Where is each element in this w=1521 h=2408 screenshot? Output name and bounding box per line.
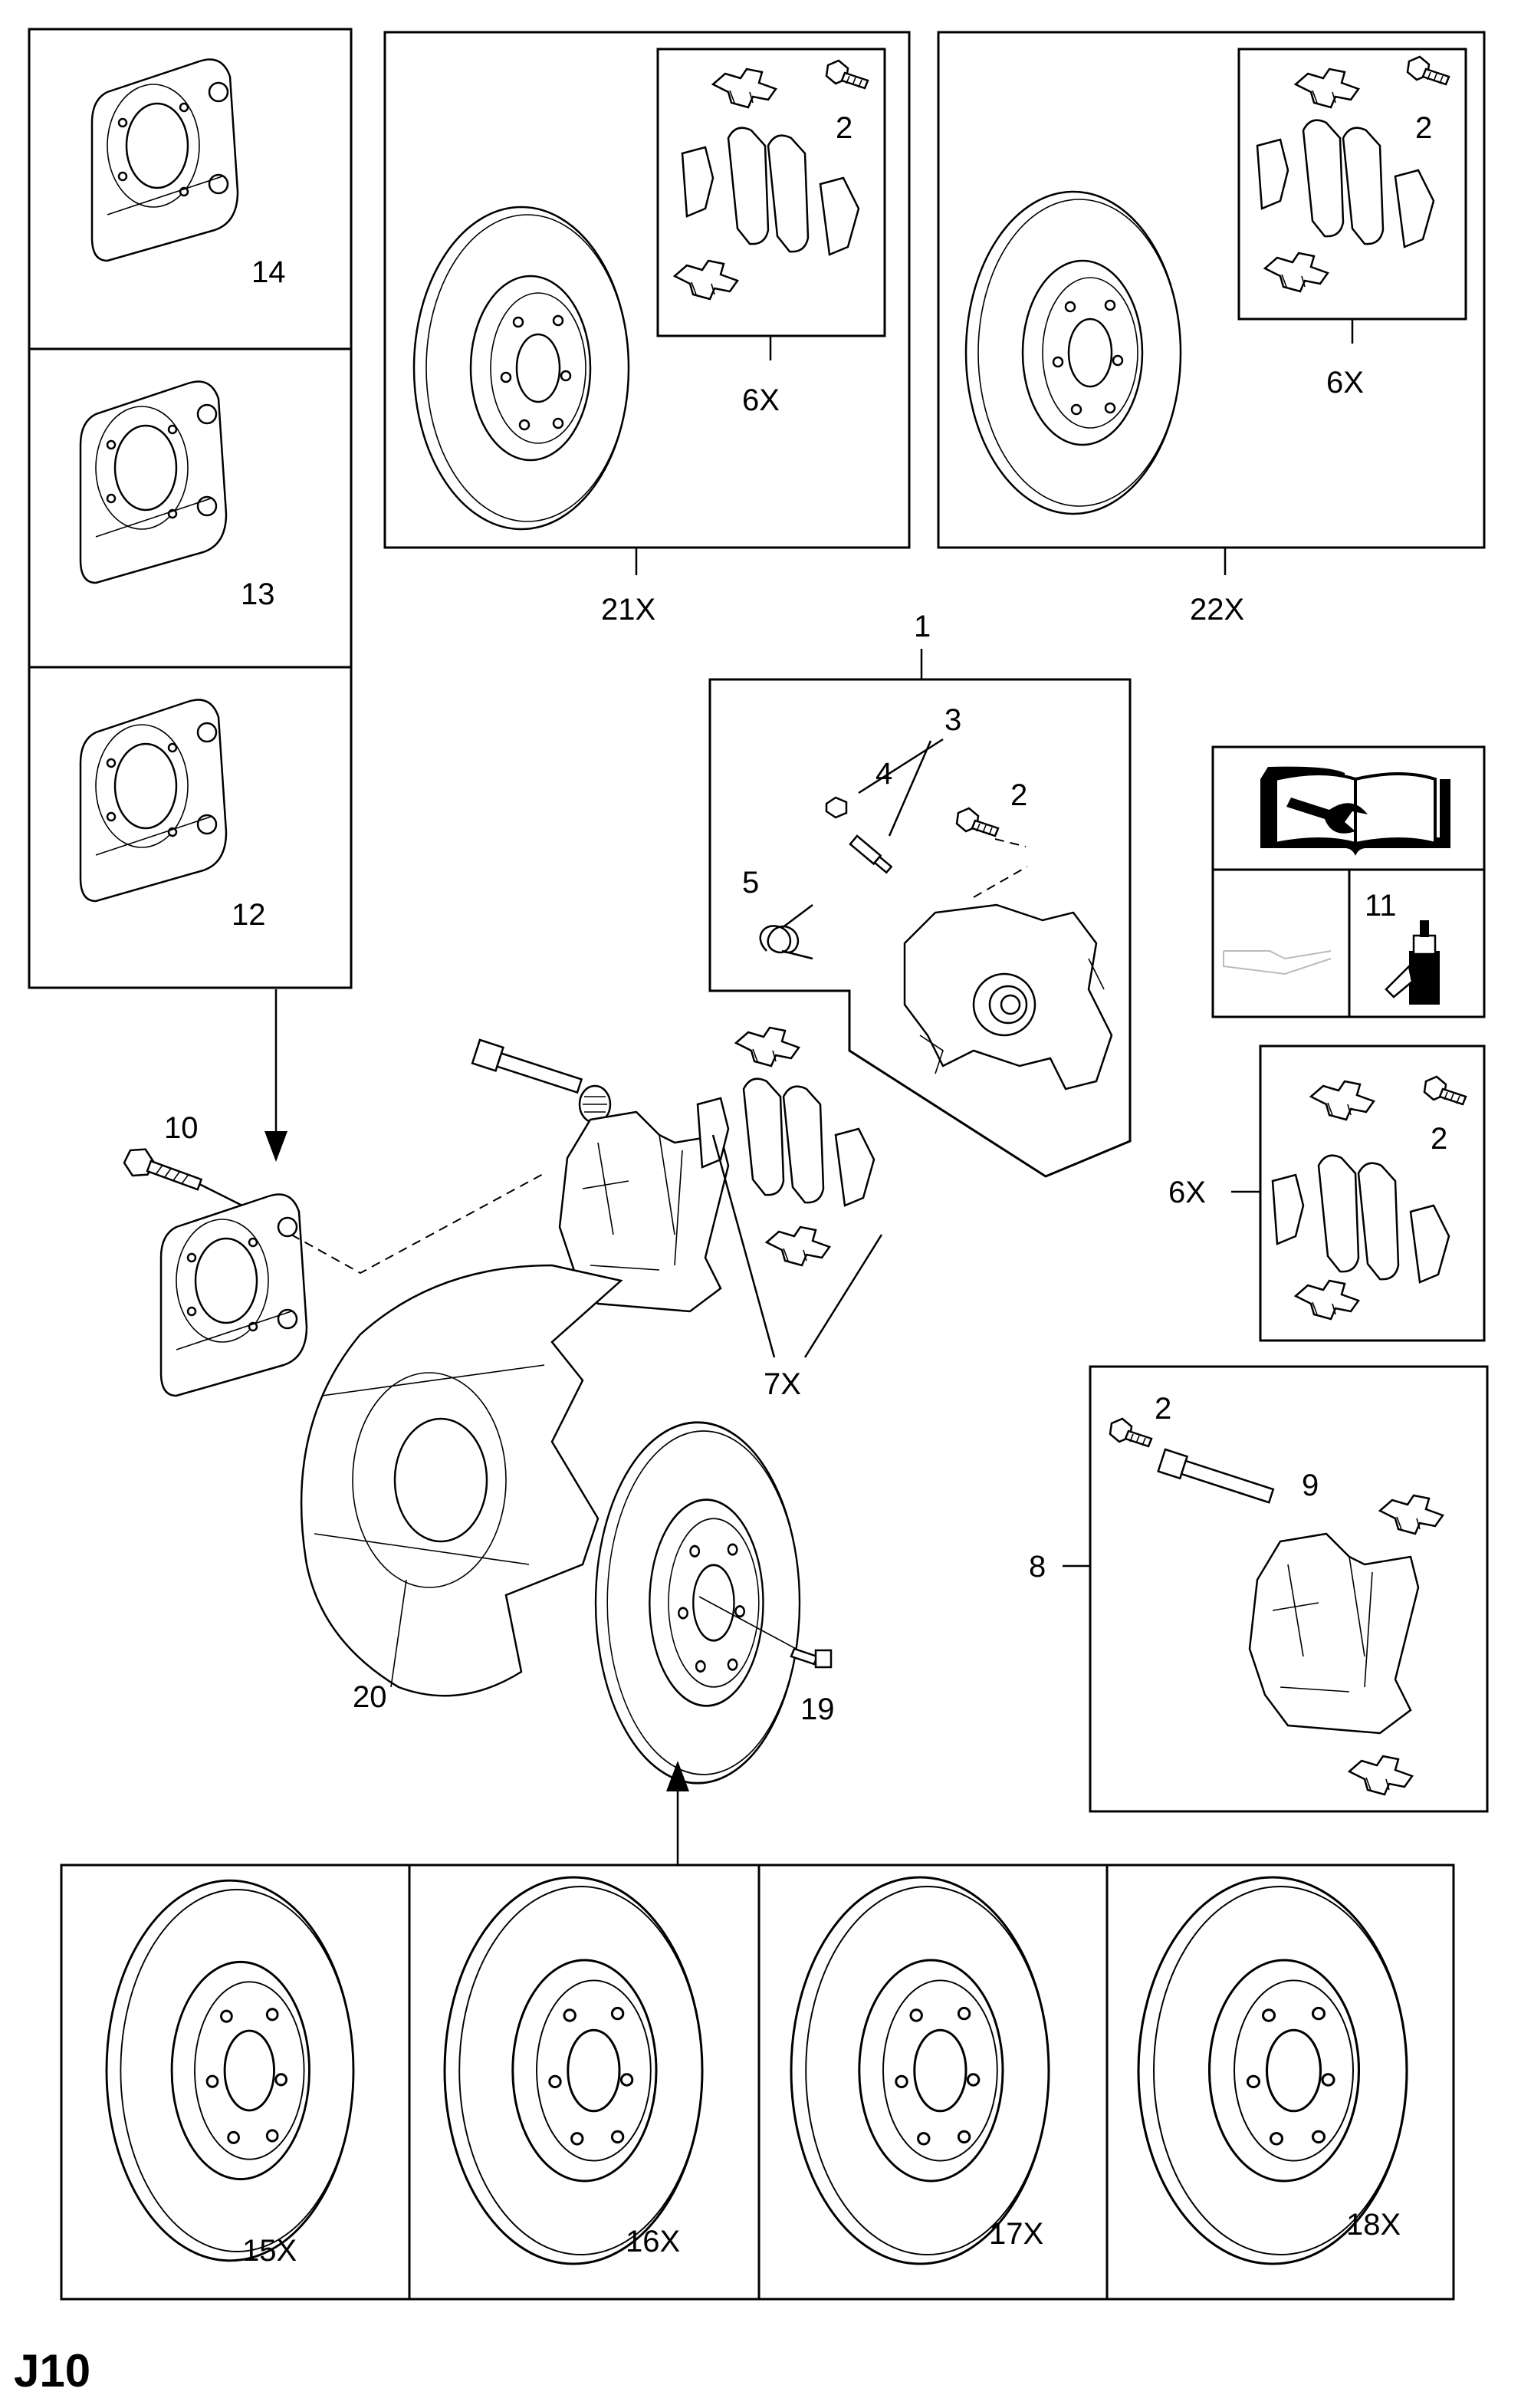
brake-disc-22x[interactable] [964, 190, 1182, 515]
page-code: J10 [14, 2345, 90, 2396]
callout-8: 8 [1029, 1550, 1046, 1584]
clips-main-top[interactable] [734, 1026, 800, 1067]
pad-kit-right-box [1259, 1044, 1486, 1342]
bolt-22x[interactable] [1406, 55, 1450, 86]
clips-21x-bottom[interactable] [673, 259, 739, 301]
callout-6x-top-right: 6X [1326, 366, 1364, 400]
brake-disc-17x[interactable] [790, 1876, 1050, 2265]
arrow-up [666, 1761, 689, 1865]
clips-main-bottom[interactable] [765, 1225, 831, 1267]
callout-16x: 16X [626, 2225, 680, 2258]
callout-2-top-left: 2 [836, 111, 852, 145]
bleed-screw[interactable] [849, 834, 893, 874]
callout-18x: 18X [1346, 2208, 1401, 2242]
clips-kit-8-bottom[interactable] [1348, 1755, 1414, 1796]
callout-20: 20 [353, 1680, 387, 1714]
brake-disc-16x[interactable] [443, 1876, 704, 2265]
arrow-down [264, 989, 287, 1162]
pad-set-21x[interactable] [681, 127, 860, 256]
callout-11: 11 [1365, 889, 1397, 923]
grease-tube-icon[interactable] [1385, 920, 1440, 1005]
callout-14: 14 [251, 255, 286, 289]
adapter-plate-14[interactable] [90, 58, 239, 262]
bracket-kit-box [1089, 1365, 1489, 1813]
return-spring[interactable] [759, 904, 813, 960]
repair-manual-icon [1260, 766, 1450, 856]
bolt-21x[interactable] [825, 59, 869, 90]
caliper-bolt[interactable] [955, 807, 1000, 837]
callout-2-caliper: 2 [1010, 778, 1027, 812]
bolt-kit-8[interactable] [1109, 1417, 1153, 1448]
clips-22x-top[interactable] [1294, 67, 1360, 109]
callout-12: 12 [232, 898, 266, 932]
mounting-bolt-10[interactable] [121, 1144, 205, 1199]
callout-2-top-right: 2 [1415, 111, 1432, 145]
callout-6x-right: 6X [1168, 1176, 1206, 1209]
bolt-right[interactable] [1423, 1075, 1467, 1106]
brake-caliper[interactable] [903, 903, 1113, 1091]
brake-disc-main[interactable] [594, 1421, 801, 1785]
callout-22x: 22X [1190, 593, 1244, 627]
callout-17x: 17X [989, 2217, 1043, 2251]
guide-pin-main[interactable] [471, 1038, 583, 1097]
callout-2-right: 2 [1431, 1122, 1447, 1156]
callout-3: 3 [944, 703, 961, 737]
brake-disc-15x[interactable] [105, 1879, 355, 2262]
clips-right-top[interactable] [1309, 1080, 1375, 1121]
clips-kit-8-top[interactable] [1378, 1494, 1444, 1535]
pad-set-right[interactable] [1271, 1154, 1450, 1284]
dust-cap[interactable] [825, 796, 848, 819]
adapter-plate-12[interactable] [79, 699, 228, 903]
info-box [1211, 745, 1486, 1018]
callout-5: 5 [742, 866, 759, 900]
retaining-screw[interactable] [790, 1647, 833, 1669]
clips-21x-top[interactable] [711, 67, 777, 109]
callout-4: 4 [875, 757, 892, 791]
carrier-bracket-kit-8[interactable] [1248, 1532, 1420, 1735]
callout-15x: 15X [242, 2234, 297, 2268]
callout-6x-top-left: 6X [742, 383, 780, 417]
clips-right-bottom[interactable] [1294, 1279, 1360, 1321]
callout-21x: 21X [601, 593, 655, 627]
diagram-placeholder-icon [1223, 950, 1332, 975]
callout-2-kit8: 2 [1155, 1392, 1171, 1426]
callout-19: 19 [800, 1693, 835, 1726]
callout-7x: 7X [764, 1367, 801, 1401]
adapter-plate-panel [28, 28, 353, 989]
adapter-plate-main[interactable] [159, 1193, 308, 1397]
callout-1: 1 [914, 610, 931, 643]
callout-13: 13 [241, 577, 275, 611]
callout-10: 10 [164, 1111, 199, 1145]
callout-9: 9 [1302, 1469, 1319, 1502]
caliper-kit-box [708, 678, 1132, 1178]
dust-shield[interactable] [300, 1264, 623, 1697]
pad-set-main[interactable] [696, 1077, 875, 1207]
adapter-plate-13[interactable] [79, 380, 228, 584]
brake-disc-21x[interactable] [412, 206, 630, 531]
brake-disc-18x[interactable] [1137, 1876, 1408, 2265]
pad-set-22x[interactable] [1256, 119, 1435, 248]
disc-options-panel [60, 1864, 1455, 2301]
guide-pin-kit-8[interactable] [1157, 1448, 1275, 1507]
clips-22x-bottom[interactable] [1263, 252, 1329, 293]
